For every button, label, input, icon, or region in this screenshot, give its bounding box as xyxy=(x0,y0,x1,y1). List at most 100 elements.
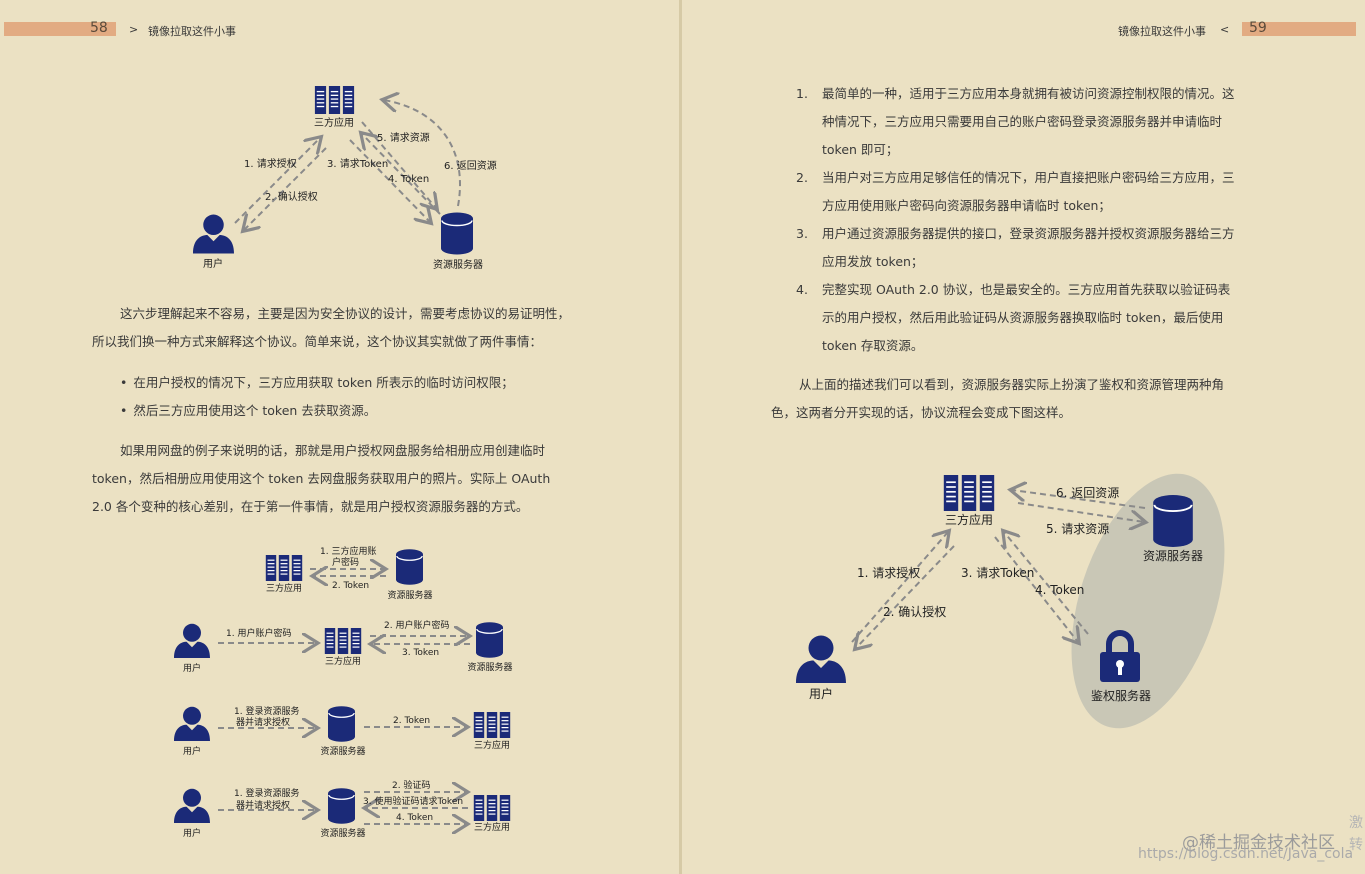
label-resource-server: 资源服务器 xyxy=(433,258,483,271)
right-paragraph: 从上面的描述我们可以看到，资源服务器实际上扮演了鉴权和资源管理两种角 色，这两者… xyxy=(771,371,1316,427)
edge-label: 1. 登录资源服务 xyxy=(234,787,299,799)
edge-label: 1. 请求授权 xyxy=(857,565,920,580)
edge-label: 2. Token xyxy=(332,581,369,591)
edge-label: 1. 登录资源服务 xyxy=(234,705,299,717)
list-item: 3. 用户通过资源服务器提供的接口，登录资源服务器并授权资源服务器给三方 应用发… xyxy=(774,220,1314,276)
text-line: 用户通过资源服务器提供的接口，登录资源服务器并授权资源服务器给三方 xyxy=(822,226,1235,241)
left-page-number: 58 xyxy=(90,20,108,36)
page-gutter xyxy=(679,0,682,874)
watermark-url: https://blog.csdn.net/Java_cola xyxy=(1138,846,1354,862)
edge-label: 6. 返回资源 xyxy=(444,159,497,172)
left-header-bar xyxy=(4,22,116,36)
bullet-item: 在用户授权的情况下，三方应用获取 token 所表示的临时访问权限； xyxy=(120,369,640,397)
user-icon xyxy=(796,635,846,683)
edge-label: 3. 使用验证码请求Token xyxy=(363,795,463,807)
user-icon xyxy=(193,214,234,254)
text-line: 方应用使用账户密码向资源服务器申请临时 token； xyxy=(822,198,1111,213)
label-third-party-app: 三方应用 xyxy=(945,512,993,527)
diagram-bottom: 三方应用 资源服务器 用户 鉴权服务器 6. 返回资源 5. 请求资源 1. 请… xyxy=(796,473,1225,729)
list-item: 4. 完整实现 OAuth 2.0 协议，也是最安全的。三方应用首先获取以验证码… xyxy=(774,276,1314,360)
resource-server-icon xyxy=(328,705,355,743)
resource-server-icon xyxy=(476,621,503,659)
edge-label: 3. Token xyxy=(402,648,439,658)
text-line: 最简单的一种，适用于三方应用本身就拥有被访问资源控制权限的情况。这 xyxy=(822,86,1235,101)
edge-label: 4. Token xyxy=(388,174,429,185)
edge-label: 4. Token xyxy=(396,813,433,823)
left-header-separator: > xyxy=(129,23,139,36)
right-header-bar xyxy=(1242,22,1356,36)
edge-label: 5. 请求资源 xyxy=(1046,522,1109,536)
third-party-app-icon xyxy=(324,628,362,654)
right-page xyxy=(682,0,1365,874)
user-icon xyxy=(174,706,210,741)
left-chapter-title: 镜像拉取这件小事 xyxy=(148,25,236,38)
edge-label: 1. 用户账户密码 xyxy=(226,627,291,639)
resource-server-icon xyxy=(396,548,423,586)
bullet-item: 然后三方应用使用这个 token 去获取资源。 xyxy=(120,397,640,425)
right-header-separator: < xyxy=(1220,23,1230,36)
left-paragraph-2: 如果用网盘的例子来说明的话，那就是用户授权网盘服务给相册应用创建临时 token… xyxy=(92,437,632,521)
label-user: 用户 xyxy=(203,257,223,270)
right-chapter-title: 镜像拉取这件小事 xyxy=(1118,25,1206,38)
list-number: 3. xyxy=(796,226,808,241)
text-line: token 即可； xyxy=(822,142,899,157)
edge-label: 2. 确认授权 xyxy=(265,190,318,203)
edge-label: 户密码 xyxy=(332,556,359,568)
list-number: 4. xyxy=(796,282,808,297)
edge-label: 4. Token xyxy=(1035,583,1084,597)
text-line: 所以我们换一种方式来解释这个协议。简单来说，这个协议其实就做了两件事情： xyxy=(92,334,543,349)
third-party-app-icon xyxy=(473,795,511,821)
edge-label: 2. 用户账户密码 xyxy=(384,619,449,631)
right-page-number: 59 xyxy=(1249,20,1267,36)
text-line: 示的用户授权，然后用此验证码从资源服务器换取临时 token，最后使用 xyxy=(822,310,1224,325)
text-line: token 存取资源。 xyxy=(822,338,924,353)
left-bullet-list: 在用户授权的情况下，三方应用获取 token 所表示的临时访问权限； 然后三方应… xyxy=(120,369,640,425)
label-user: 用户 xyxy=(183,827,201,839)
edge-label: 器并请求授权 xyxy=(236,799,290,811)
label-third-party-app: 三方应用 xyxy=(325,655,361,667)
edge-label: 2. 验证码 xyxy=(392,779,430,791)
user-icon xyxy=(174,623,210,658)
label-user: 用户 xyxy=(183,662,201,674)
watermark-edge: 激转 xyxy=(1349,815,1363,853)
label-auth-server: 鉴权服务器 xyxy=(1091,688,1151,703)
text-line: 从上面的描述我们可以看到，资源服务器实际上扮演了鉴权和资源管理两种角 xyxy=(799,377,1225,392)
diagram-top: 三方应用 用户 资源服务器 1. 请求授权 2. 确认授权 3. 请求Token… xyxy=(193,86,497,271)
resource-server-icon xyxy=(1153,495,1193,547)
text-line: token，然后相册应用使用这个 token 去网盘服务获取用户的照片。实际上 … xyxy=(92,471,551,486)
watermark-juejin: @稀土掘金技术社区 xyxy=(1182,833,1335,853)
text-line: 完整实现 OAuth 2.0 协议，也是最安全的。三方应用首先获取以验证码表 xyxy=(822,282,1231,297)
text-line: 这六步理解起来不容易，主要是因为安全协议的设计，需要考虑协议的易证明性， xyxy=(120,306,571,321)
diagram-variant-1: 三方应用 资源服务器 1. 三方应用账 户密码 2. Token xyxy=(265,545,433,601)
text-line: 色，这两者分开实现的话，协议流程会变成下图这样。 xyxy=(771,405,1072,420)
text-line: 当用户对三方应用足够信任的情况下，用户直接把账户密码给三方应用，三 xyxy=(822,170,1235,185)
list-item: 2. 当用户对三方应用足够信任的情况下，用户直接把账户密码给三方应用，三 方应用… xyxy=(774,164,1314,220)
edge-label: 2. Token xyxy=(393,716,430,726)
third-party-app-icon xyxy=(265,555,303,581)
label-resource-server: 资源服务器 xyxy=(387,589,432,601)
text-line: 如果用网盘的例子来说明的话，那就是用户授权网盘服务给相册应用创建临时 xyxy=(120,443,546,458)
left-paragraph-1: 这六步理解起来不容易，主要是因为安全协议的设计，需要考虑协议的易证明性， 所以我… xyxy=(92,300,632,356)
edge-label: 器并请求授权 xyxy=(236,716,290,728)
diagram-variant-3: 用户 资源服务器 三方应用 1. 登录资源服务 器并请求授权 2. Token xyxy=(174,705,511,757)
resource-server-icon xyxy=(328,787,355,825)
list-number: 1. xyxy=(796,86,808,101)
resource-server-icon xyxy=(441,212,473,255)
label-third-party-app: 三方应用 xyxy=(314,116,354,129)
edge-label: 5. 请求资源 xyxy=(377,131,430,144)
third-party-app-icon xyxy=(473,712,511,738)
edge-label: 1. 请求授权 xyxy=(244,157,297,170)
label-resource-server: 资源服务器 xyxy=(320,745,365,757)
edge-label: 2. 确认授权 xyxy=(883,604,946,619)
diagram-variant-4: 用户 资源服务器 三方应用 1. 登录资源服务 器并请求授权 2. 验证码 3.… xyxy=(174,779,511,839)
third-party-app-icon xyxy=(314,86,355,114)
label-resource-server: 资源服务器 xyxy=(467,661,512,673)
edge-label: 1. 三方应用账 xyxy=(320,545,376,557)
diagram-variant-2: 用户 三方应用 资源服务器 1. 用户账户密码 2. 用户账户密码 3. Tok… xyxy=(174,619,513,674)
label-resource-server: 资源服务器 xyxy=(320,827,365,839)
list-number: 2. xyxy=(796,170,808,185)
label-resource-server: 资源服务器 xyxy=(1143,548,1203,563)
list-item: 1. 最简单的一种，适用于三方应用本身就拥有被访问资源控制权限的情况。这 种情况… xyxy=(774,80,1314,164)
text-line: 2.0 各个变种的核心差别，在于第一件事情，就是用户授权资源服务器的方式。 xyxy=(92,499,529,514)
